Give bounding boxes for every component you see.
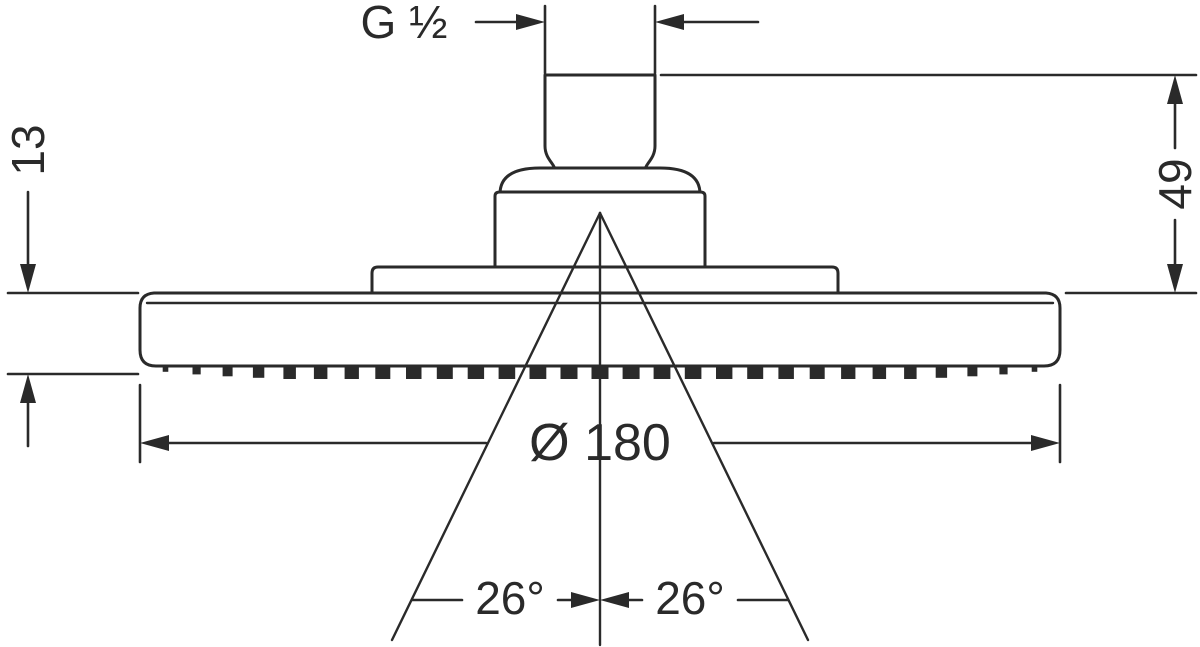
arrowhead: [655, 14, 684, 30]
nozzle: [999, 366, 1008, 375]
nozzle: [406, 366, 422, 379]
nozzle: [222, 366, 233, 377]
spray-angle-lines: [390, 211, 810, 647]
nozzle-row: [162, 366, 1038, 379]
nozzle: [375, 366, 391, 379]
arrowhead: [140, 435, 169, 451]
spray-line-left: [390, 211, 602, 642]
diameter-label: Ø 180: [529, 414, 671, 472]
dim-angle-left: 26°: [410, 572, 600, 624]
nozzle: [529, 366, 547, 379]
nozzle: [809, 366, 825, 379]
upper-plate: [370, 265, 840, 295]
dim-height: 49: [659, 73, 1200, 295]
nozzle: [778, 366, 794, 379]
arrowhead: [600, 592, 629, 608]
head-height-label: 49: [1149, 158, 1200, 209]
arrowhead: [20, 374, 36, 403]
disc-thickness-label: 13: [2, 124, 54, 175]
nozzle: [653, 366, 671, 379]
nozzle: [716, 366, 733, 379]
nozzle: [841, 366, 856, 379]
arrowhead: [1031, 435, 1060, 451]
arrowhead: [1167, 264, 1183, 293]
nozzle: [684, 366, 702, 379]
pipe-connector: [543, 73, 657, 172]
arrowhead: [516, 14, 545, 30]
nozzle: [436, 366, 453, 379]
dim-disc-thickness: 13: [2, 124, 140, 448]
nozzle: [904, 366, 917, 379]
nozzle: [935, 366, 948, 378]
nozzle: [467, 366, 485, 379]
nozzle: [622, 366, 640, 379]
thread-label: G ½: [361, 0, 448, 48]
dim-thread: G ½: [361, 0, 760, 75]
nozzle: [498, 366, 516, 379]
nozzle: [967, 366, 978, 377]
nozzle: [1031, 366, 1038, 372]
arrowhead: [20, 264, 36, 293]
nozzle: [162, 366, 169, 372]
arrowhead: [1167, 75, 1183, 104]
dim-angle-right: 26°: [600, 572, 790, 624]
nozzle: [560, 366, 578, 379]
spray-line-right: [598, 211, 810, 642]
mounting-flange: [498, 166, 702, 196]
spray-angle-left-label: 26°: [475, 572, 545, 624]
spray-angle-right-label: 26°: [655, 572, 725, 624]
nozzle: [872, 366, 887, 379]
nozzle: [283, 366, 296, 379]
nozzle: [313, 366, 328, 379]
nozzle: [747, 366, 764, 379]
arrowhead: [571, 592, 600, 608]
nozzle: [344, 366, 359, 379]
dim-diameter: Ø 180: [138, 383, 1062, 472]
nozzle: [252, 366, 265, 378]
nozzle: [192, 366, 201, 375]
